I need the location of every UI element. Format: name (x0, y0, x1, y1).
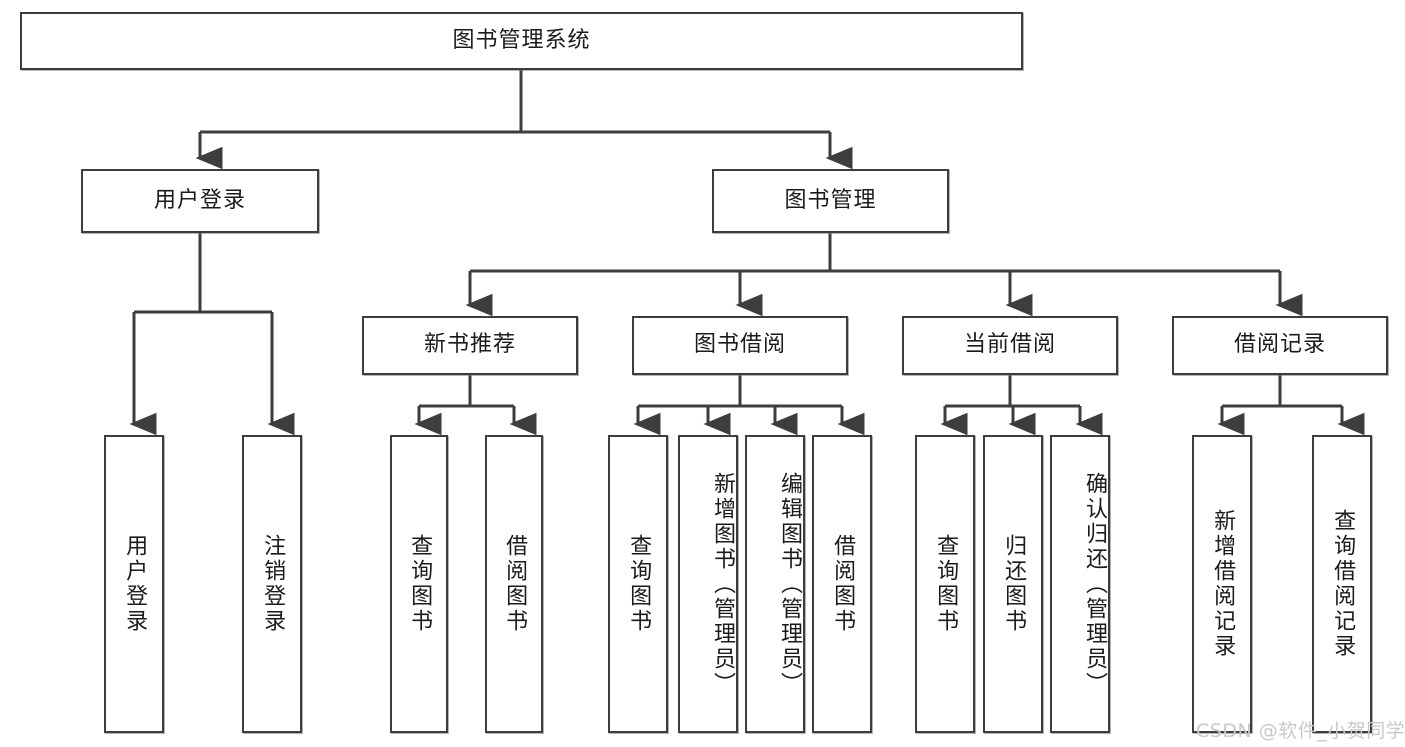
node-leaf-return-book[interactable]: 归还图书 (983, 435, 1043, 733)
node-borrow-record[interactable]: 借阅记录 (1172, 316, 1388, 375)
node-leaf-borrow-book-borrow[interactable]: 借阅图书 (812, 435, 872, 733)
node-leaf-confirm-return-admin[interactable]: 确认归还（管理员） (1050, 435, 1110, 733)
node-leaf-add-borrow-record[interactable]: 新增借阅记录 (1192, 435, 1252, 733)
node-leaf-query-borrow-record[interactable]: 查询借阅记录 (1312, 435, 1372, 733)
node-new-book-recommend[interactable]: 新书推荐 (362, 316, 578, 375)
node-leaf-edit-book-admin[interactable]: 编辑图书（管理员） (745, 435, 805, 733)
node-leaf-user-logout[interactable]: 注销登录 (242, 435, 302, 733)
node-leaf-add-book-admin[interactable]: 新增图书（管理员） (678, 435, 738, 733)
node-root-system[interactable]: 图书管理系统 (20, 12, 1023, 70)
node-leaf-query-book-current[interactable]: 查询图书 (915, 435, 975, 733)
node-leaf-user-login[interactable]: 用户登录 (104, 435, 164, 733)
node-user-login[interactable]: 用户登录 (81, 169, 319, 233)
node-leaf-query-book-recommend[interactable]: 查询图书 (390, 435, 448, 733)
node-leaf-borrow-book-recommend[interactable]: 借阅图书 (485, 435, 543, 733)
node-book-manage[interactable]: 图书管理 (712, 169, 949, 233)
node-book-borrow[interactable]: 图书借阅 (632, 316, 848, 375)
node-current-borrow[interactable]: 当前借阅 (902, 316, 1118, 375)
node-leaf-query-book-borrow[interactable]: 查询图书 (608, 435, 668, 733)
